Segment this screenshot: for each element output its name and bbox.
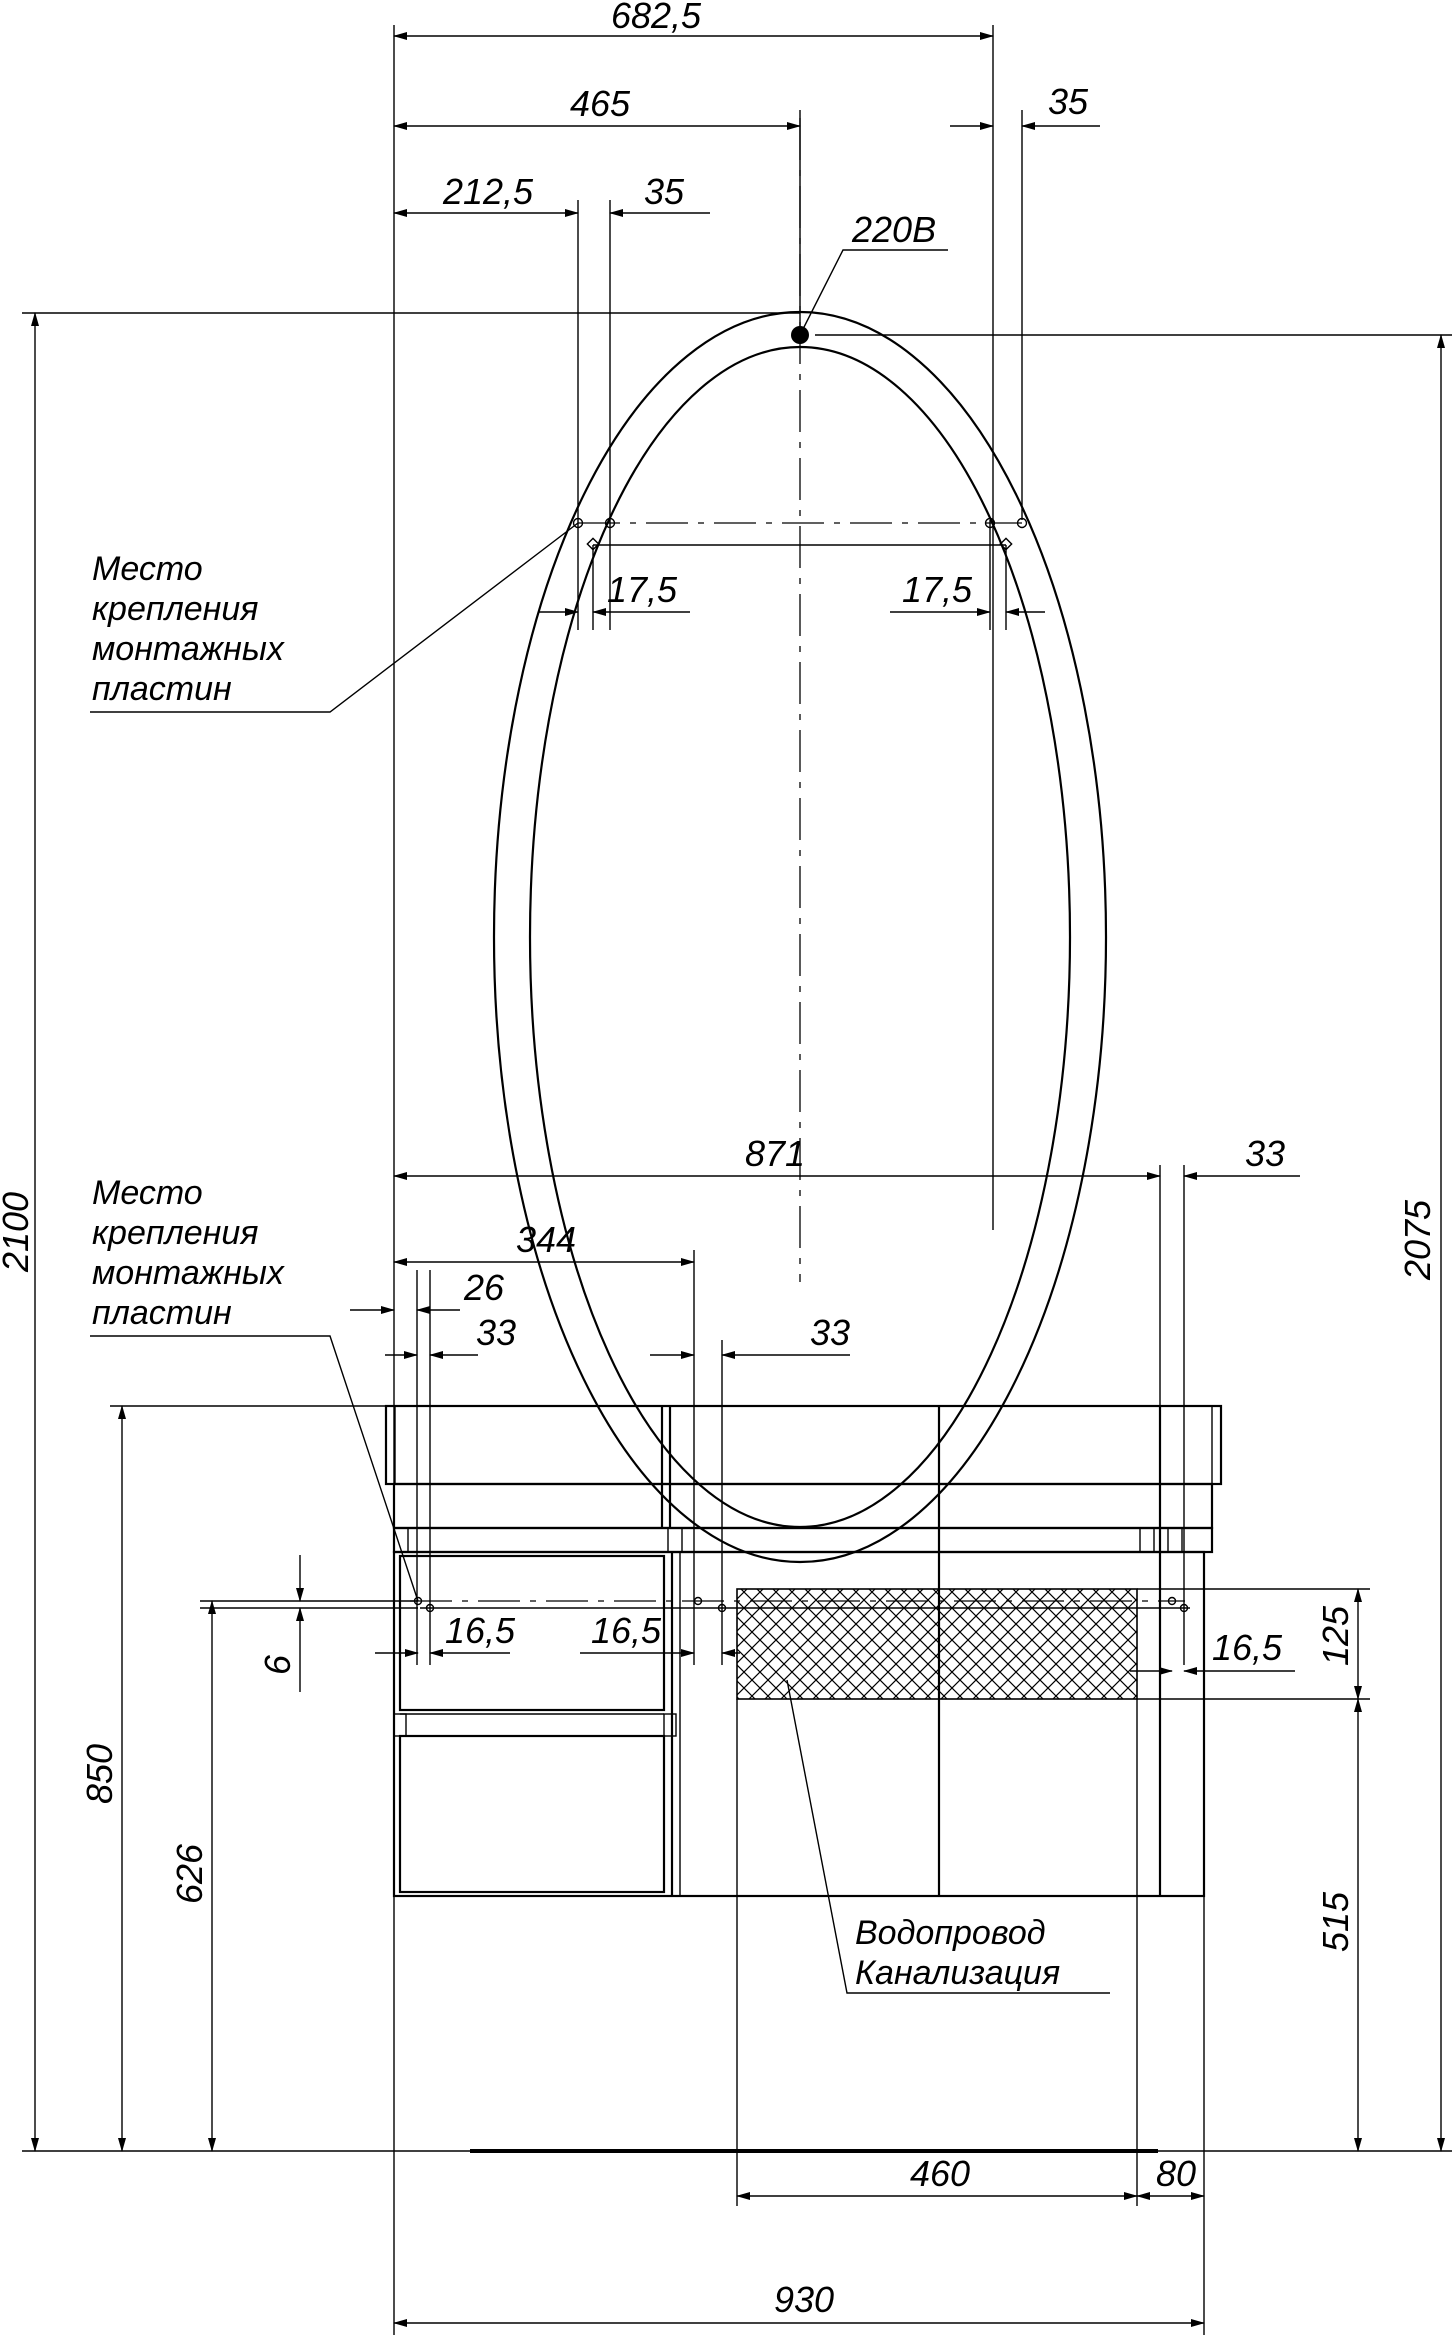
power-label: 220В — [851, 209, 936, 250]
dim-626-text: 626 — [169, 1843, 210, 1904]
leader-power — [799, 249, 948, 336]
dim-33-right-text: 33 — [1245, 1133, 1285, 1174]
cabinet-mount-label-1: Место — [92, 1174, 203, 1212]
dimension-lines — [31, 32, 1445, 2327]
countertop — [384, 1404, 1223, 1486]
dim-2100-text: 2100 — [0, 1192, 36, 1273]
rail-notch-right-b — [1167, 1527, 1183, 1553]
dim-16-right-text: 16,5 — [1212, 1627, 1283, 1668]
dim-682-text: 682,5 — [611, 0, 702, 36]
mirror-mount-label-3: монтажных — [92, 630, 285, 668]
dim-515-text: 515 — [1315, 1891, 1356, 1952]
rail-notch-mid — [667, 1527, 683, 1553]
leader-plumbing — [786, 1679, 1110, 1994]
dim-871-text: 871 — [745, 1133, 805, 1174]
leaders — [90, 249, 1110, 1994]
dim-125-text: 125 — [1315, 1605, 1356, 1666]
dim-465-text: 465 — [570, 83, 631, 124]
mirror-mount-label-4: пластин — [92, 670, 232, 708]
cabinet-mount-label-3: монтажных — [92, 1254, 285, 1292]
leader-mirror-plates — [90, 522, 579, 713]
mirror-mount-label-1: Место — [92, 550, 203, 588]
rail-notch-right-a — [1139, 1527, 1155, 1553]
dim-460-text: 460 — [910, 2153, 970, 2194]
cabinet-rail — [392, 1526, 1214, 1554]
dim-344-text: 344 — [516, 1219, 576, 1260]
drawer-handle-left — [393, 1713, 407, 1737]
water-label: Водопровод — [855, 1914, 1046, 1952]
cabinet-upper-band — [392, 1482, 1214, 1530]
dim-35-left-text: 35 — [644, 171, 685, 212]
vanity-cabinet — [384, 1404, 1223, 1898]
dim-33-left-text: 33 — [476, 1312, 516, 1353]
dim-33-center-text: 33 — [810, 1312, 850, 1353]
dim-26-text: 26 — [463, 1267, 505, 1308]
dim-35-top-text: 35 — [1048, 81, 1089, 122]
dim-16-left-text: 16,5 — [445, 1610, 516, 1651]
mirror-mount-label-2: крепления — [92, 590, 258, 628]
drawer-handle-right — [663, 1713, 677, 1737]
dim-930-text: 930 — [774, 2279, 834, 2320]
dim-16-center-text: 16,5 — [591, 1610, 662, 1651]
dim-17-right-text: 17,5 — [902, 569, 973, 610]
dim-850-text: 850 — [79, 1744, 120, 1804]
dim-6-text: 6 — [257, 1654, 298, 1675]
mirror-plate-mark-left — [586, 537, 600, 551]
cabinet-mount-label-4: пластин — [92, 1294, 232, 1332]
sewer-label: Канализация — [855, 1954, 1060, 1992]
mirror-plate-mark-right — [999, 537, 1013, 551]
labels: 220В Место крепления монтажных пластин М… — [92, 209, 1060, 1992]
extension-lines — [22, 25, 1452, 2335]
dim-212-text: 212,5 — [442, 171, 534, 212]
drawer-upper — [398, 1554, 666, 1712]
plumbing-zone — [736, 1588, 1138, 1700]
cabinet-mount-label-2: крепления — [92, 1214, 258, 1252]
leader-cabinet-plates — [90, 1335, 419, 1602]
drawer-lower — [398, 1734, 666, 1894]
dim-2075-text: 2075 — [1397, 1199, 1438, 1281]
cabinet-plate-hole-5 — [1167, 1596, 1177, 1606]
dim-17-left-text: 17,5 — [607, 569, 678, 610]
dim-80-text: 80 — [1156, 2153, 1196, 2194]
